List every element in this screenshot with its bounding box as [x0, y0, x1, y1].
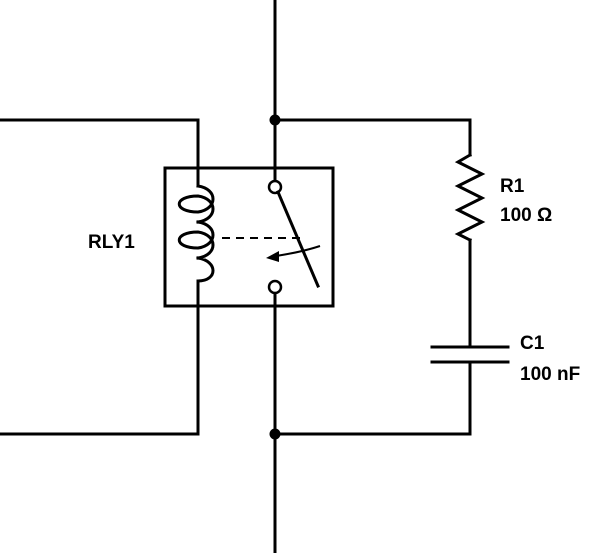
switch-contact-bottom — [267, 279, 283, 295]
actuation-arrow — [275, 245, 321, 257]
switch-contact-top — [267, 179, 283, 195]
resistor-designator-label: R1 — [500, 176, 525, 197]
capacitor-designator-label: C1 — [520, 333, 545, 354]
resistor-value-label: 100 Ω — [500, 205, 552, 226]
rc-bottom-wire — [273, 361, 472, 436]
switch-blade — [276, 190, 320, 288]
relay-body — [163, 166, 335, 308]
relay-coil-icon — [177, 184, 215, 283]
rc-top-wire — [273, 118, 472, 157]
relay-designator-label: RLY1 — [88, 232, 135, 253]
arrow-head-icon — [266, 251, 279, 262]
coil-top-wire — [0, 118, 200, 188]
resistor-r1-icon — [454, 152, 486, 243]
capacitor-value-label: 100 nF — [520, 364, 580, 385]
coil-bottom-wire — [0, 279, 200, 436]
